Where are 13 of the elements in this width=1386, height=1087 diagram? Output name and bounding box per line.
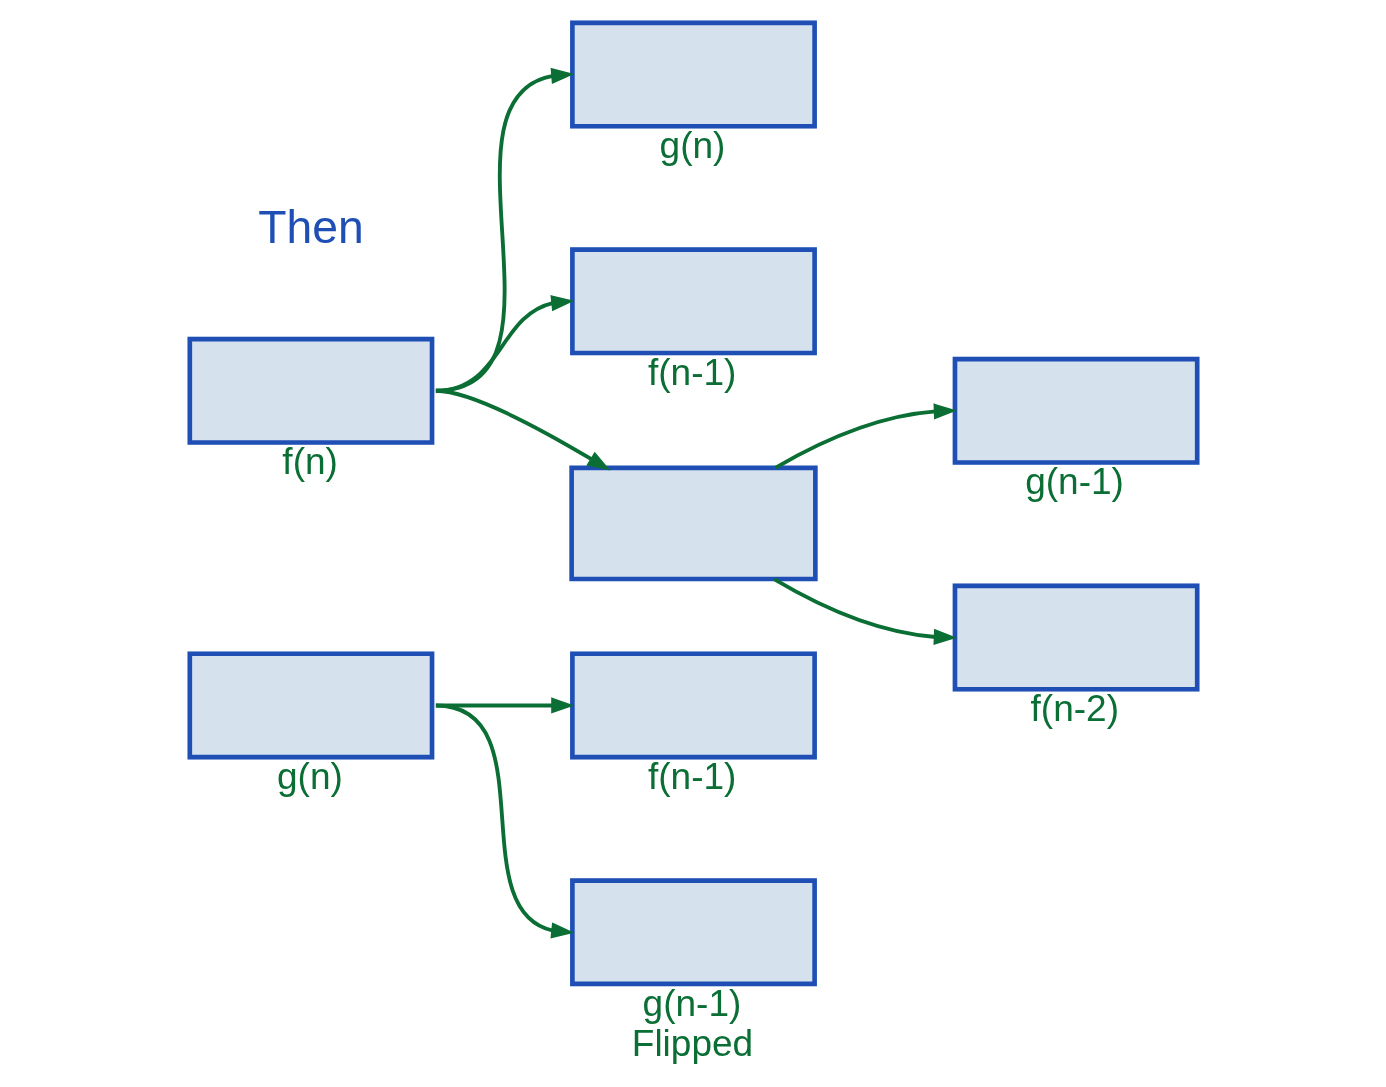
node-label: f(n-1) xyxy=(647,755,736,798)
node-label: g(n-1) xyxy=(1024,460,1124,503)
node-box xyxy=(568,465,818,582)
arrow xyxy=(435,388,610,471)
node-label: g(n) xyxy=(659,124,725,167)
node-label: f(n-2) xyxy=(1030,687,1119,730)
arrow xyxy=(772,577,957,646)
arrow xyxy=(435,703,574,939)
arrow xyxy=(773,403,957,470)
node-label: f(n) xyxy=(281,440,338,483)
label: Then xyxy=(257,201,364,254)
node-label: g(n) xyxy=(276,755,343,798)
node-label: f(n-1) xyxy=(647,350,736,393)
